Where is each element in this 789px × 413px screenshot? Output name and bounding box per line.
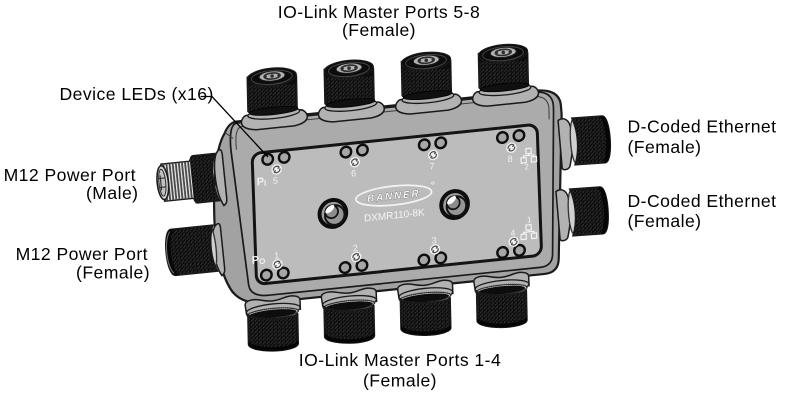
svg-text:D-Coded Ethernet: D-Coded Ethernet: [628, 191, 777, 211]
svg-text:(Female): (Female): [628, 137, 702, 157]
svg-text:1: 1: [527, 215, 532, 225]
svg-text:(Female): (Female): [76, 263, 150, 283]
svg-text:5: 5: [273, 175, 278, 186]
svg-text:4: 4: [510, 228, 515, 239]
svg-text:(Female): (Female): [628, 211, 702, 231]
svg-text:M12 Power Port: M12 Power Port: [4, 165, 136, 185]
svg-text:7: 7: [429, 161, 434, 172]
svg-text:8: 8: [508, 154, 513, 165]
svg-text:IO-Link Master Ports 1-4: IO-Link Master Ports 1-4: [299, 350, 501, 370]
svg-text:M12 Power Port: M12 Power Port: [16, 244, 148, 264]
svg-text:IO-Link Master Ports 5-8: IO-Link Master Ports 5-8: [278, 2, 480, 22]
svg-text:2: 2: [524, 162, 529, 172]
svg-text:PI: PI: [257, 176, 267, 189]
svg-text:3: 3: [432, 235, 437, 246]
svg-text:(Female): (Female): [363, 371, 437, 391]
svg-text:D-Coded Ethernet: D-Coded Ethernet: [628, 117, 777, 137]
svg-text:Device LEDs (x16): Device LEDs (x16): [60, 84, 214, 104]
svg-text:6: 6: [351, 168, 356, 179]
svg-text:(Female): (Female): [342, 20, 416, 40]
svg-text:(Male): (Male): [86, 183, 139, 203]
svg-text:PO: PO: [252, 254, 266, 267]
svg-text:1: 1: [274, 250, 279, 261]
svg-text:2: 2: [353, 243, 358, 254]
